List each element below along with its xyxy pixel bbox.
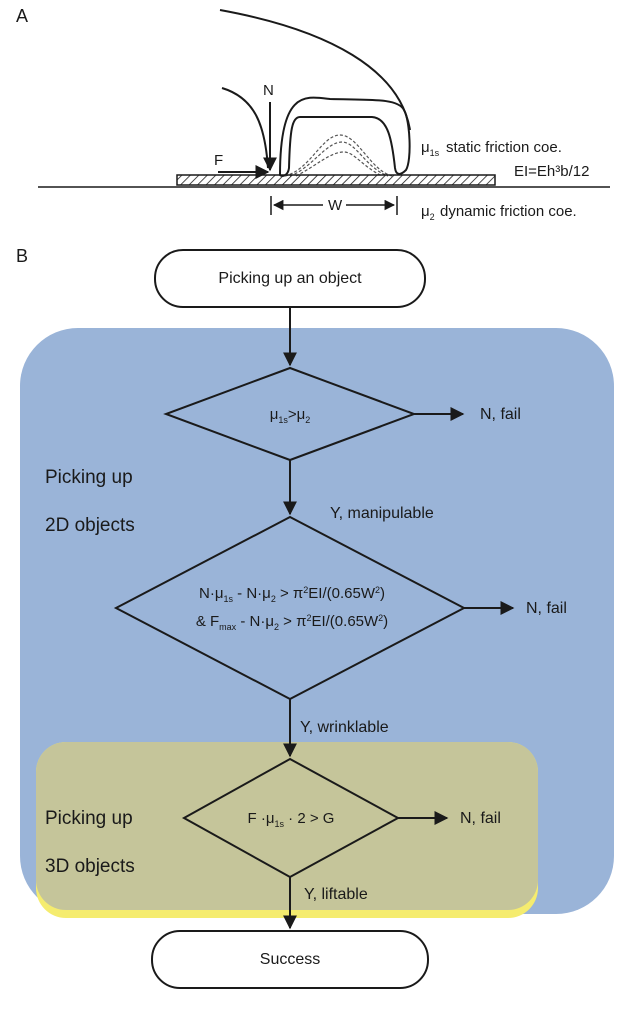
decision-2-line2: & Fmax - N·μ2 > π2EI/(0.65W2) xyxy=(196,613,388,632)
yes-label-1: Y, manipulable xyxy=(330,505,434,522)
yes-label-2: Y, wrinklable xyxy=(300,719,389,736)
region-2d-label-line1: Picking up xyxy=(45,467,133,488)
decision-3-label: F ·μ1s · 2 > G xyxy=(248,810,335,829)
panel-b-letter: B xyxy=(16,246,28,266)
yes-label-3: Y, liftable xyxy=(304,886,368,903)
decision-1-label: μ1s>μ2 xyxy=(270,406,311,425)
force-n-label: N xyxy=(263,82,274,99)
panel-a-letter: A xyxy=(16,6,28,26)
fail-label-2: N, fail xyxy=(526,600,567,617)
fail-label-1: N, fail xyxy=(480,406,521,423)
start-label: Picking up an object xyxy=(218,270,362,287)
wrinkle-profile xyxy=(284,134,393,177)
wrinkle-profile xyxy=(295,151,383,177)
object-sheet xyxy=(176,174,496,186)
upper-finger-outline xyxy=(219,9,411,131)
static-coe-label: static friction coe. xyxy=(446,139,562,156)
left-finger-outline xyxy=(221,87,269,169)
region-3d-label-line2: 3D objects xyxy=(45,856,135,877)
force-f-label: F xyxy=(214,152,223,169)
membrane-outline xyxy=(278,96,411,177)
end-terminal xyxy=(151,930,429,989)
wrinkle-profile xyxy=(289,141,389,177)
mu2-symbol: μ2 xyxy=(421,203,435,222)
region-2d-label-line2: 2D objects xyxy=(45,515,135,536)
region-3d-background xyxy=(36,742,538,910)
decision-2-line1: N·μ1s - N·μ2 > π2EI/(0.65W2) xyxy=(199,585,385,604)
dynamic-coe-label: dynamic friction coe. xyxy=(440,203,577,220)
end-label: Success xyxy=(260,951,320,968)
mu1s-symbol: μ1s xyxy=(421,139,440,158)
ei-formula-label: EI=Eh³b/12 xyxy=(514,163,589,180)
width-w-label: W xyxy=(328,197,343,214)
fail-label-3: N, fail xyxy=(460,810,501,827)
region-3d-label-line1: Picking up xyxy=(45,808,133,829)
